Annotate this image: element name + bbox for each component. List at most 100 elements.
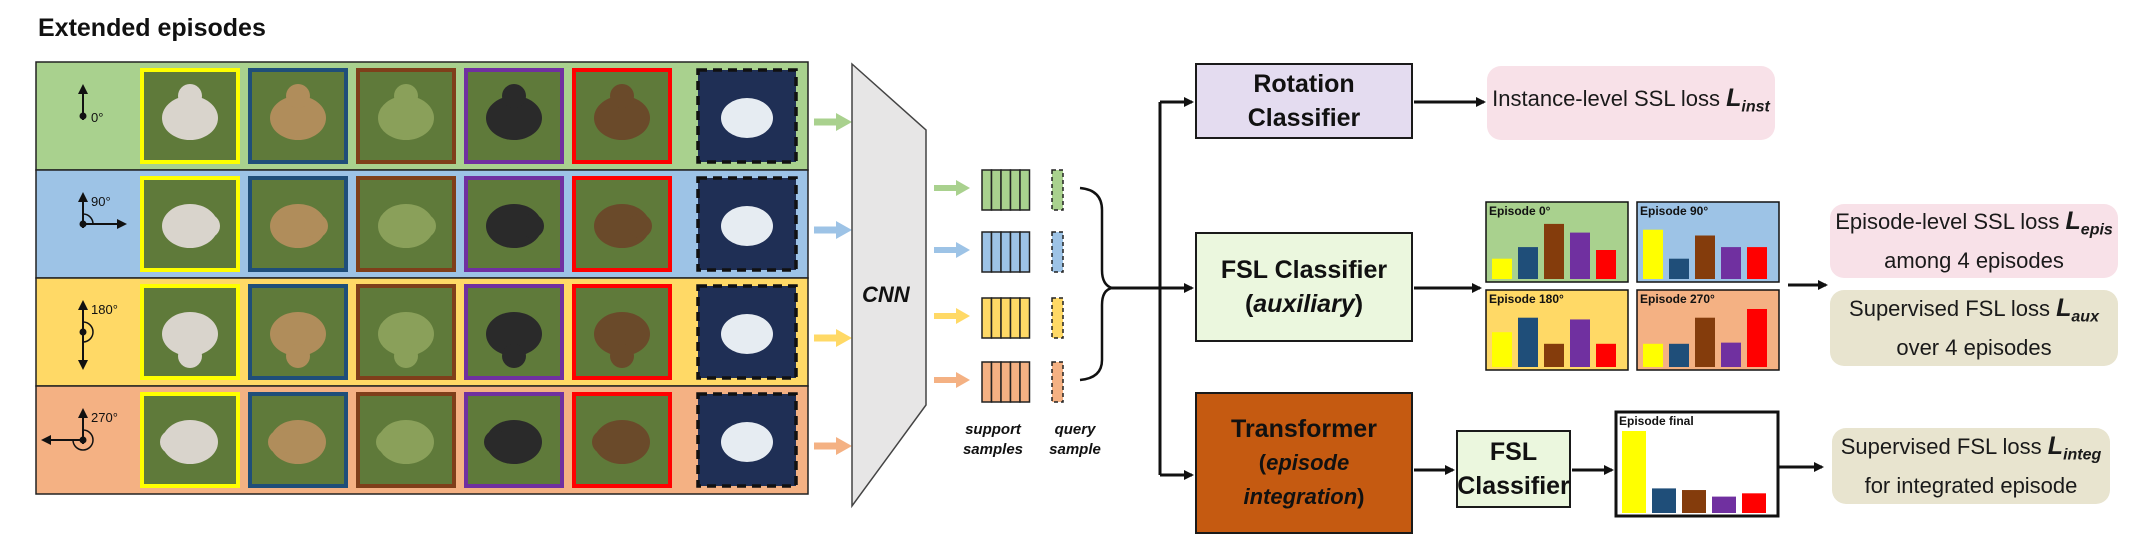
support-feature-column — [1000, 169, 1012, 211]
support-feature-column — [1019, 297, 1031, 339]
dog-shape — [486, 96, 542, 140]
episode-row-0: 0° — [35, 61, 852, 171]
support-image-tile — [572, 68, 672, 164]
extended-episodes-title: Extended episodes — [38, 14, 266, 42]
support-feature-column — [1019, 361, 1031, 403]
tile-frame — [464, 68, 564, 164]
support-feature-column — [1009, 361, 1021, 403]
episode-chart-1: Episode 90° — [1636, 201, 1780, 283]
tile-frame — [248, 392, 348, 488]
episode-chart-label: Episode final — [1619, 414, 1694, 428]
query-image-tile — [696, 284, 798, 380]
dog-head — [610, 84, 634, 108]
support-image-tile — [464, 284, 564, 380]
tile-frame-dashed — [696, 176, 798, 272]
fsl-classifier-final-box: FSL Classifier — [1456, 430, 1571, 508]
tile-frame — [356, 176, 456, 272]
support-image-tile — [248, 176, 348, 272]
episode-bar — [1544, 343, 1564, 367]
tile-frame — [464, 392, 564, 488]
feature-brace-upper — [1079, 186, 1113, 290]
support-image-tile — [464, 176, 564, 272]
dog-head — [286, 84, 310, 108]
support-image-tile — [464, 392, 564, 488]
tile-frame — [572, 176, 672, 272]
episode-bar — [1712, 496, 1736, 513]
episode-bar — [1747, 247, 1767, 279]
dog-head — [484, 430, 508, 454]
support-feature-column — [990, 297, 1002, 339]
row-to-cnn-arrow-head — [836, 329, 852, 347]
support-feature-column — [1019, 169, 1031, 211]
dog-head — [502, 84, 526, 108]
episode-bar — [1492, 258, 1512, 279]
dog-shape — [594, 312, 650, 356]
support-image-tile — [356, 68, 456, 164]
support-feature-column — [1009, 169, 1021, 211]
tile-frame — [356, 284, 456, 380]
support-image-tile — [572, 392, 672, 488]
dog-shape — [378, 312, 434, 356]
dog-shape — [721, 98, 773, 138]
feature-group-1 — [934, 231, 1064, 273]
dog-shape — [721, 206, 773, 246]
query-sample-label: query sample — [1049, 421, 1101, 458]
tile-frame — [572, 284, 672, 380]
tile-frame — [248, 68, 348, 164]
support-feature-column — [990, 361, 1002, 403]
episode-row-1: 90° — [35, 169, 852, 279]
fsl-classifier-aux-label: FSL Classifier — [1220, 256, 1388, 284]
episode-bar — [1622, 431, 1646, 513]
episode-bar — [1747, 309, 1767, 367]
query-image-tile — [696, 392, 798, 488]
tile-frame-dashed — [696, 68, 798, 164]
support-feature-column — [981, 231, 993, 273]
episode-chart-3: Episode 270° — [1636, 289, 1780, 371]
query-image-tile — [696, 68, 798, 164]
support-feature-column — [1009, 231, 1021, 273]
support-feature-column — [1000, 361, 1012, 403]
dog-head — [268, 430, 292, 454]
episode-bar — [1596, 343, 1616, 367]
episode-bar — [1492, 332, 1512, 367]
episode-chart-4: Episode final — [1614, 410, 1780, 518]
episode-bar — [1570, 232, 1590, 279]
support-image-tile — [248, 68, 348, 164]
episode-bar — [1570, 319, 1590, 367]
row-to-cnn-arrow-head — [836, 113, 852, 131]
fsl-final-line2: Classifier — [1457, 472, 1570, 500]
cnn-to-feature-arrow-head — [956, 180, 970, 196]
support-feature-column — [990, 169, 1002, 211]
episode-bar — [1721, 247, 1741, 279]
loss-instance-box: Instance-level SSL loss Linst — [1487, 66, 1775, 140]
tile-frame — [248, 284, 348, 380]
tile-frame — [248, 176, 348, 272]
loss-aux-text: Supervised FSL loss Laux — [1849, 294, 2099, 326]
episode-bar — [1518, 317, 1538, 367]
dog-shape — [594, 96, 650, 140]
dog-shape — [162, 96, 218, 140]
episode-chart-label: Episode 270° — [1640, 292, 1715, 306]
fsl-classifier-auxiliary-box: FSL Classifier (auxiliary) — [1195, 232, 1413, 342]
loss-integ-line2: for integrated episode — [1864, 472, 2078, 498]
dog-head — [178, 84, 202, 108]
tile-frame — [140, 176, 240, 272]
support-feature-column — [981, 361, 993, 403]
rotation-arc — [82, 321, 94, 343]
loss-episode-text: Episode-level SSL loss Lepis — [1835, 207, 2113, 239]
loss-episode-box: Episode-level SSL loss Lepis among 4 epi… — [1830, 204, 2118, 278]
support-feature-column — [1000, 231, 1012, 273]
cnn-block — [851, 62, 927, 509]
fsl-final-line1: FSL — [1489, 438, 1538, 466]
support-feature-column — [1000, 297, 1012, 339]
rotation-arc — [82, 213, 94, 225]
dog-head — [394, 84, 418, 108]
episode-bar — [1721, 342, 1741, 367]
loss-aux-line2: over 4 episodes — [1896, 334, 2052, 360]
support-feature-column — [1019, 231, 1031, 273]
episode-row-2: 180° — [35, 277, 852, 387]
dog-head — [196, 214, 220, 238]
query-feature-column — [1051, 297, 1064, 339]
support-image-tile — [572, 284, 672, 380]
episode-bar — [1742, 493, 1766, 513]
